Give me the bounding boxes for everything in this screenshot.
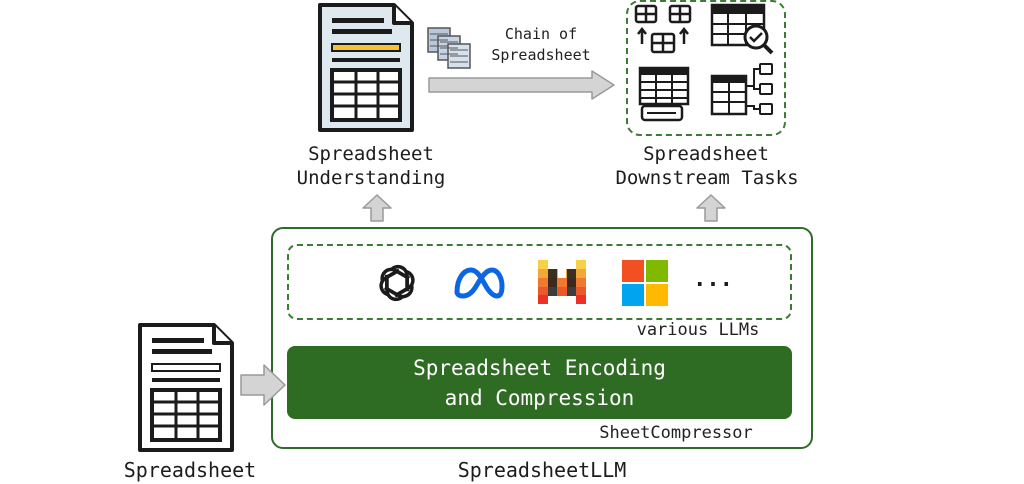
- input-arrow: [240, 364, 286, 406]
- understanding-label-line1: Spreadsheet: [308, 143, 434, 165]
- mini-spreadsheet-stack-icon: [427, 27, 471, 69]
- various-llms-label: various LLMs: [636, 320, 760, 340]
- more-llms-ellipsis: ...: [693, 267, 733, 292]
- various-llms-box: [287, 244, 792, 320]
- chain-label-line1: Chain of: [504, 25, 578, 43]
- downstream-label-line2: Downstream Tasks: [615, 167, 799, 189]
- chain-arrow: [428, 70, 615, 100]
- meta-logo-icon: [454, 267, 505, 299]
- microsoft-logo-icon: [622, 260, 668, 306]
- encoding-line1: Spreadsheet Encoding: [413, 355, 666, 380]
- table-flow-icon: [710, 63, 773, 116]
- table-search-check-icon: [710, 3, 774, 55]
- understanding-label-line2: Understanding: [296, 167, 446, 189]
- table-merge-icon: [634, 4, 692, 54]
- input-spreadsheet-label: Spreadsheet: [123, 458, 257, 482]
- chain-label-line2: Spreadsheet: [491, 46, 591, 64]
- up-arrow-left: [362, 194, 392, 222]
- sheetcompressor-label: SheetCompressor: [599, 423, 753, 443]
- downstream-label-line1: Spreadsheet: [643, 143, 769, 165]
- framework-label: SpreadsheetLLM: [457, 458, 627, 482]
- table-comment-icon: [638, 66, 690, 122]
- encoding-compression-block: Spreadsheet Encoding and Compression: [287, 346, 792, 419]
- spreadsheet-document-icon: [318, 3, 414, 132]
- mistral-logo-icon: [538, 260, 586, 304]
- downstream-tasks-box: [626, 0, 786, 136]
- up-arrow-right: [696, 194, 726, 222]
- spreadsheet-document-icon: [138, 323, 234, 452]
- encoding-line2: and Compression: [444, 385, 635, 410]
- openai-logo-icon: [379, 264, 415, 302]
